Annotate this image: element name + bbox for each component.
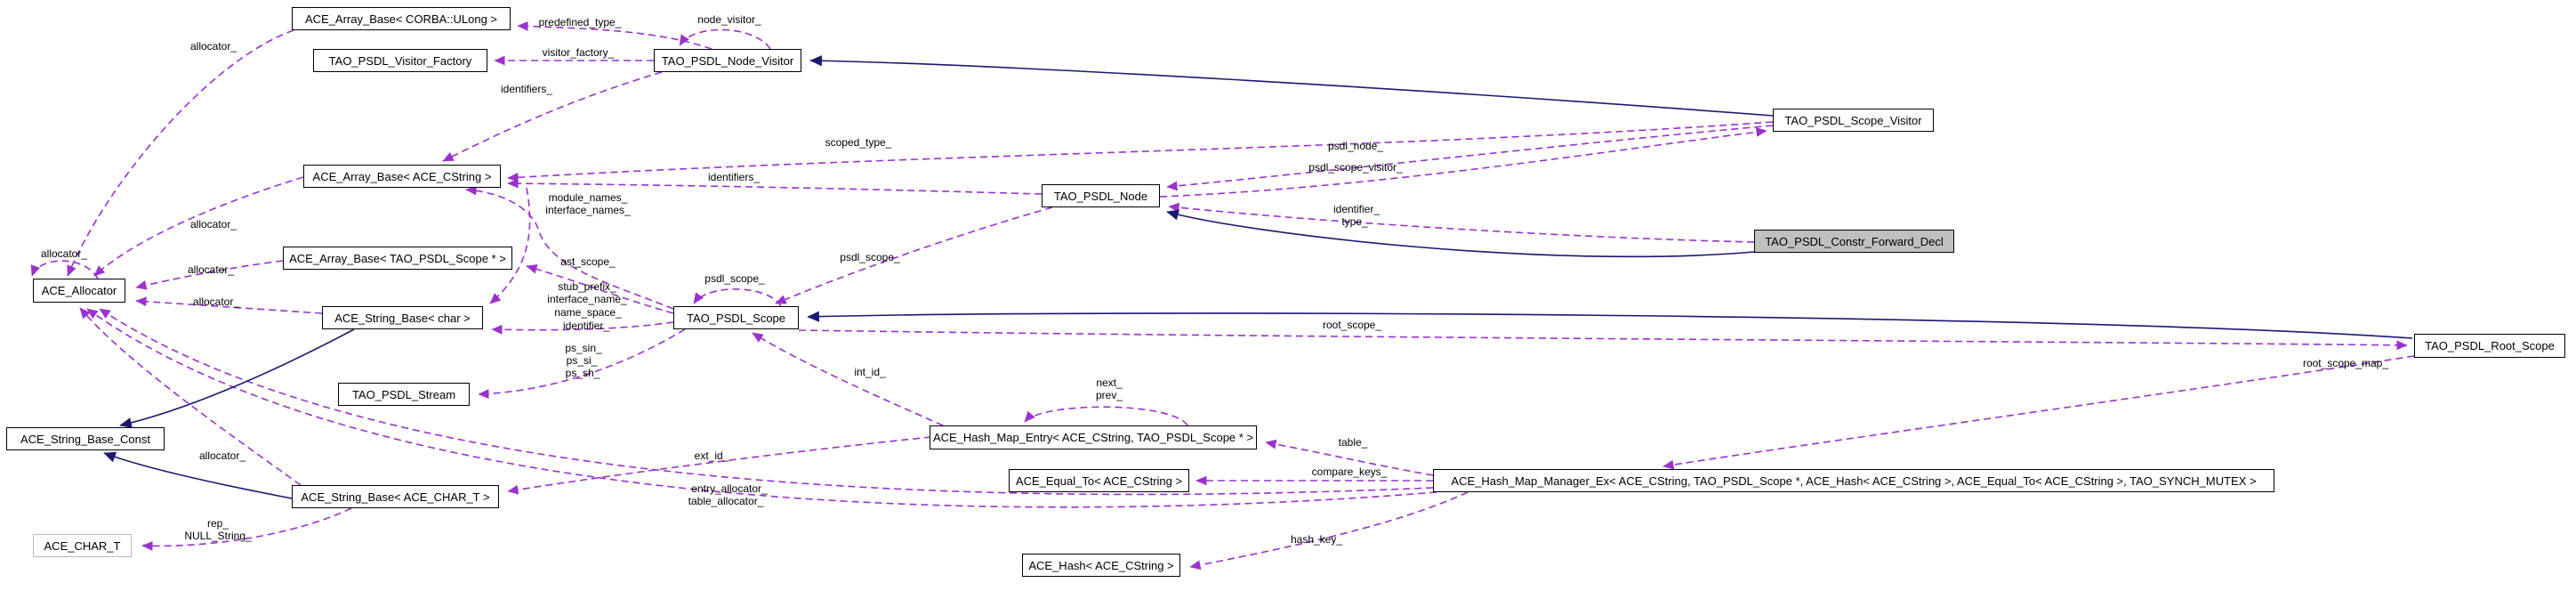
edge-label-root-scope: root_scope_ [1322, 319, 1382, 331]
edge-label-root-scope-map: root_scope_map_ [2302, 357, 2389, 369]
edge-entry-allocator [99, 308, 1434, 496]
edge-label-ps-sh: ps_sh_ [565, 367, 600, 379]
class-node-root-scope[interactable]: TAO_PSDL_Root_Scope [2414, 334, 2565, 358]
edge-inherit-str-char [119, 328, 355, 429]
edge-node-visitor-self [679, 28, 771, 50]
edge-module-names [465, 185, 674, 310]
edge-stub-prefix-bundle [491, 321, 674, 335]
edge-label-psdl-scope: psdl_scope_ [840, 251, 900, 263]
edge-table [1265, 439, 1434, 476]
class-node-equal-to[interactable]: ACE_Equal_To< ACE_CString > [1009, 469, 1189, 492]
edge-label-visitor-factory: visitor_factory_ [542, 46, 615, 59]
edge-label-psdl-scope-visitor: psdl_scope_visitor_ [1308, 161, 1403, 174]
edge-label-allocator: allocator_ [187, 263, 235, 276]
edge-label-allocator: allocator_ [189, 218, 237, 231]
edge-label-ast-scope: ast_scope_ [560, 255, 616, 268]
edge-label-table-allocator: table_allocator_ [688, 495, 764, 507]
edge-cstring-element [489, 187, 531, 304]
edge-scoped-type [507, 121, 1774, 182]
class-node-entry[interactable]: ACE_Hash_Map_Entry< ACE_CString, TAO_PSD… [930, 425, 1257, 449]
edge-label-identifier: identifier_ [562, 320, 610, 332]
edge-label-table: table_ [1338, 436, 1368, 449]
edge-allocator-str-achar [79, 307, 302, 486]
edge-inherit-constr-fwd [1166, 209, 1755, 258]
class-node-ace-char[interactable]: ACE_CHAR_T [33, 534, 132, 557]
edge-label-hash-key: hash_key_ [1290, 533, 1343, 546]
edge-label-ps-si: ps_si_ [566, 354, 598, 367]
edge-allocator-str-char [135, 296, 323, 314]
edge-label-module-names: module_names_ [548, 191, 628, 204]
edge-label-name-space: name_space_ [554, 306, 622, 319]
class-node-arr-ulong[interactable]: ACE_Array_Base< CORBA::ULong > [292, 7, 511, 30]
edge-label-rep: rep_ [206, 517, 229, 530]
class-node-node-visitor[interactable]: TAO_PSDL_Node_Visitor [654, 49, 801, 72]
class-node-constr-fwd[interactable]: TAO_PSDL_Constr_Forward_Decl [1754, 230, 1954, 253]
edge-ext-id [507, 436, 932, 495]
edge-next-prev-self [1024, 406, 1188, 426]
edge-root-scope-map [1662, 355, 2415, 470]
edge-label-allocator: allocator_ [192, 296, 240, 308]
edge-allocator-arr-cstring [93, 176, 304, 277]
edge-label-allocator: allocator_ [189, 40, 237, 53]
class-node-scope-visitor[interactable]: TAO_PSDL_Scope_Visitor [1773, 109, 1934, 132]
class-node-manager[interactable]: ACE_Hash_Map_Manager_Ex< ACE_CString, TA… [1433, 469, 2274, 492]
edge-hash-key [1189, 491, 1469, 571]
edge-label-int-id: int_id_ [854, 366, 886, 378]
edge-psdl-scope-self [693, 288, 782, 307]
edge-allocator-arr-scope [135, 260, 284, 290]
edge-psdl-scope-node [775, 206, 1053, 304]
edge-label-ext-id: ext_id_ [694, 449, 729, 462]
class-node-str-const[interactable]: ACE_String_Base_Const [6, 427, 165, 450]
edge-ast-scope [526, 264, 674, 314]
class-node-str-char[interactable]: ACE_String_Base< char > [322, 306, 483, 329]
edge-inherit-str-achar [103, 451, 293, 499]
edge-identifier-type [1168, 202, 1755, 243]
edge-inherit-root-scope [807, 311, 2413, 339]
class-node-arr-scope[interactable]: ACE_Array_Base< TAO_PSDL_Scope * > [283, 247, 512, 270]
class-node-str-achar[interactable]: ACE_String_Base< ACE_CHAR_T > [292, 485, 499, 508]
class-node-arr-cstring[interactable]: ACE_Array_Base< ACE_CString > [303, 165, 501, 188]
edge-table-allocator [86, 308, 1437, 508]
edge-label-entry-allocator: entry_allocator_ [691, 482, 768, 495]
edge-allocator-self [30, 260, 99, 279]
edge-label-NULL-String: NULL_String_ [184, 530, 252, 542]
edge-allocator-arr-ulong [67, 29, 294, 277]
edge-label-psdl-scope: psdl_scope_ [704, 272, 765, 285]
class-node-scope[interactable]: TAO_PSDL_Scope [673, 306, 799, 329]
class-node-hash[interactable]: ACE_Hash< ACE_CString > [1022, 554, 1180, 577]
edge-label-stub-prefix: stub_prefix_ [558, 280, 616, 293]
edge-label-allocator: allocator_ [40, 247, 88, 260]
class-node-allocator[interactable]: ACE_Allocator [33, 279, 125, 303]
edge-label-next: next_ [1096, 376, 1123, 389]
edge-label-identifier: identifier_ [1332, 203, 1381, 215]
edge-root-scope [798, 329, 2408, 351]
edge-label-scoped-type: scoped_type_ [825, 136, 892, 149]
edge-psdl-node [1166, 125, 1774, 191]
class-node-visitor-factory[interactable]: TAO_PSDL_Visitor_Factory [313, 49, 487, 72]
edge-label-allocator: allocator_ [198, 449, 246, 462]
class-node-stream[interactable]: TAO_PSDL_Stream [338, 383, 470, 406]
edge-label-prev: prev_ [1095, 389, 1123, 401]
edge-label-identifiers: identifiers_ [707, 171, 761, 183]
edge-psdl-scope-visitor [1159, 126, 1767, 198]
edge-label-predefined-type: predefined_type_ [538, 16, 622, 28]
edge-label-interface-names: interface_names_ [545, 204, 631, 216]
edge-identifiers-node [507, 178, 1042, 195]
edge-label-psdl-node: psdl_node_ [1327, 140, 1384, 152]
edge-label-ps-sin: ps_sin_ [565, 342, 602, 354]
edge-label-identifiers: identifiers_ [500, 83, 553, 95]
edge-rep-null-string [141, 507, 352, 551]
class-node-psdl-node[interactable]: TAO_PSDL_Node [1042, 184, 1160, 207]
edge-inherit-scope-visitor [809, 55, 1774, 117]
edge-predefined-type [517, 21, 712, 50]
edge-label-node-visitor: node_visitor_ [697, 13, 761, 26]
edge-int-id [752, 332, 944, 426]
edge-label-type: type_ [1341, 215, 1368, 228]
edge-label-compare-keys: compare_keys_ [1311, 466, 1388, 478]
edge-ps-streams [478, 328, 686, 399]
edge-label-interface-name: interface_name_ [547, 293, 627, 305]
edge-identifiers-nodevisitor [442, 71, 663, 162]
